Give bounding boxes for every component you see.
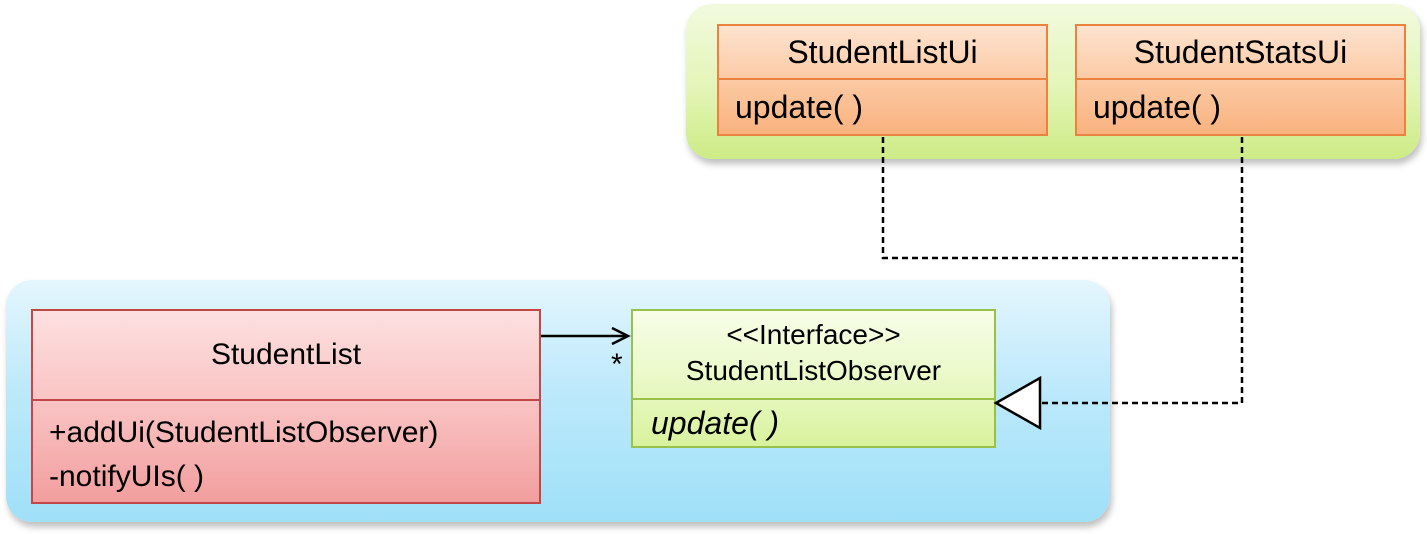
studentlist-addui-operation: +addUi(StudentListObserver) (49, 416, 439, 449)
realization-triangle (993, 375, 1042, 431)
studentlistui-update-operation: update( ) (735, 88, 864, 125)
studentlist-class-name: StudentList (33, 311, 539, 401)
studentlist-class[interactable]: StudentList +addUi(StudentListObserver) … (31, 309, 541, 504)
studentlist-operations: +addUi(StudentListObserver) -notifyUIs( … (49, 411, 438, 499)
studentlistobserver-interface[interactable]: <<Interface>> StudentListObserver update… (631, 309, 996, 448)
studentstatsui-update-operation: update( ) (1093, 88, 1222, 125)
studentlist-notifyuis-operation: -notifyUIs( ) (49, 460, 205, 493)
realization-line-studentlistui (881, 137, 1242, 260)
association-arrowhead (611, 326, 631, 346)
studentlistui-class-name: StudentListUi (719, 26, 1046, 80)
interface-stereotype: <<Interface>> (726, 319, 901, 350)
studentstatsui-class[interactable]: StudentStatsUi update( ) (1075, 24, 1406, 136)
studentlistobserver-interface-name: StudentListObserver (685, 355, 942, 386)
realization-line-studentstatsui (1040, 137, 1244, 405)
studentlistobserver-header: <<Interface>> StudentListObserver (633, 311, 994, 400)
studentlistobserver-update-operation: update( ) (651, 405, 780, 441)
association-multiplicity: * (611, 348, 623, 381)
studentlistui-class[interactable]: StudentListUi update( ) (717, 24, 1048, 136)
studentstatsui-class-name: StudentStatsUi (1077, 26, 1404, 80)
